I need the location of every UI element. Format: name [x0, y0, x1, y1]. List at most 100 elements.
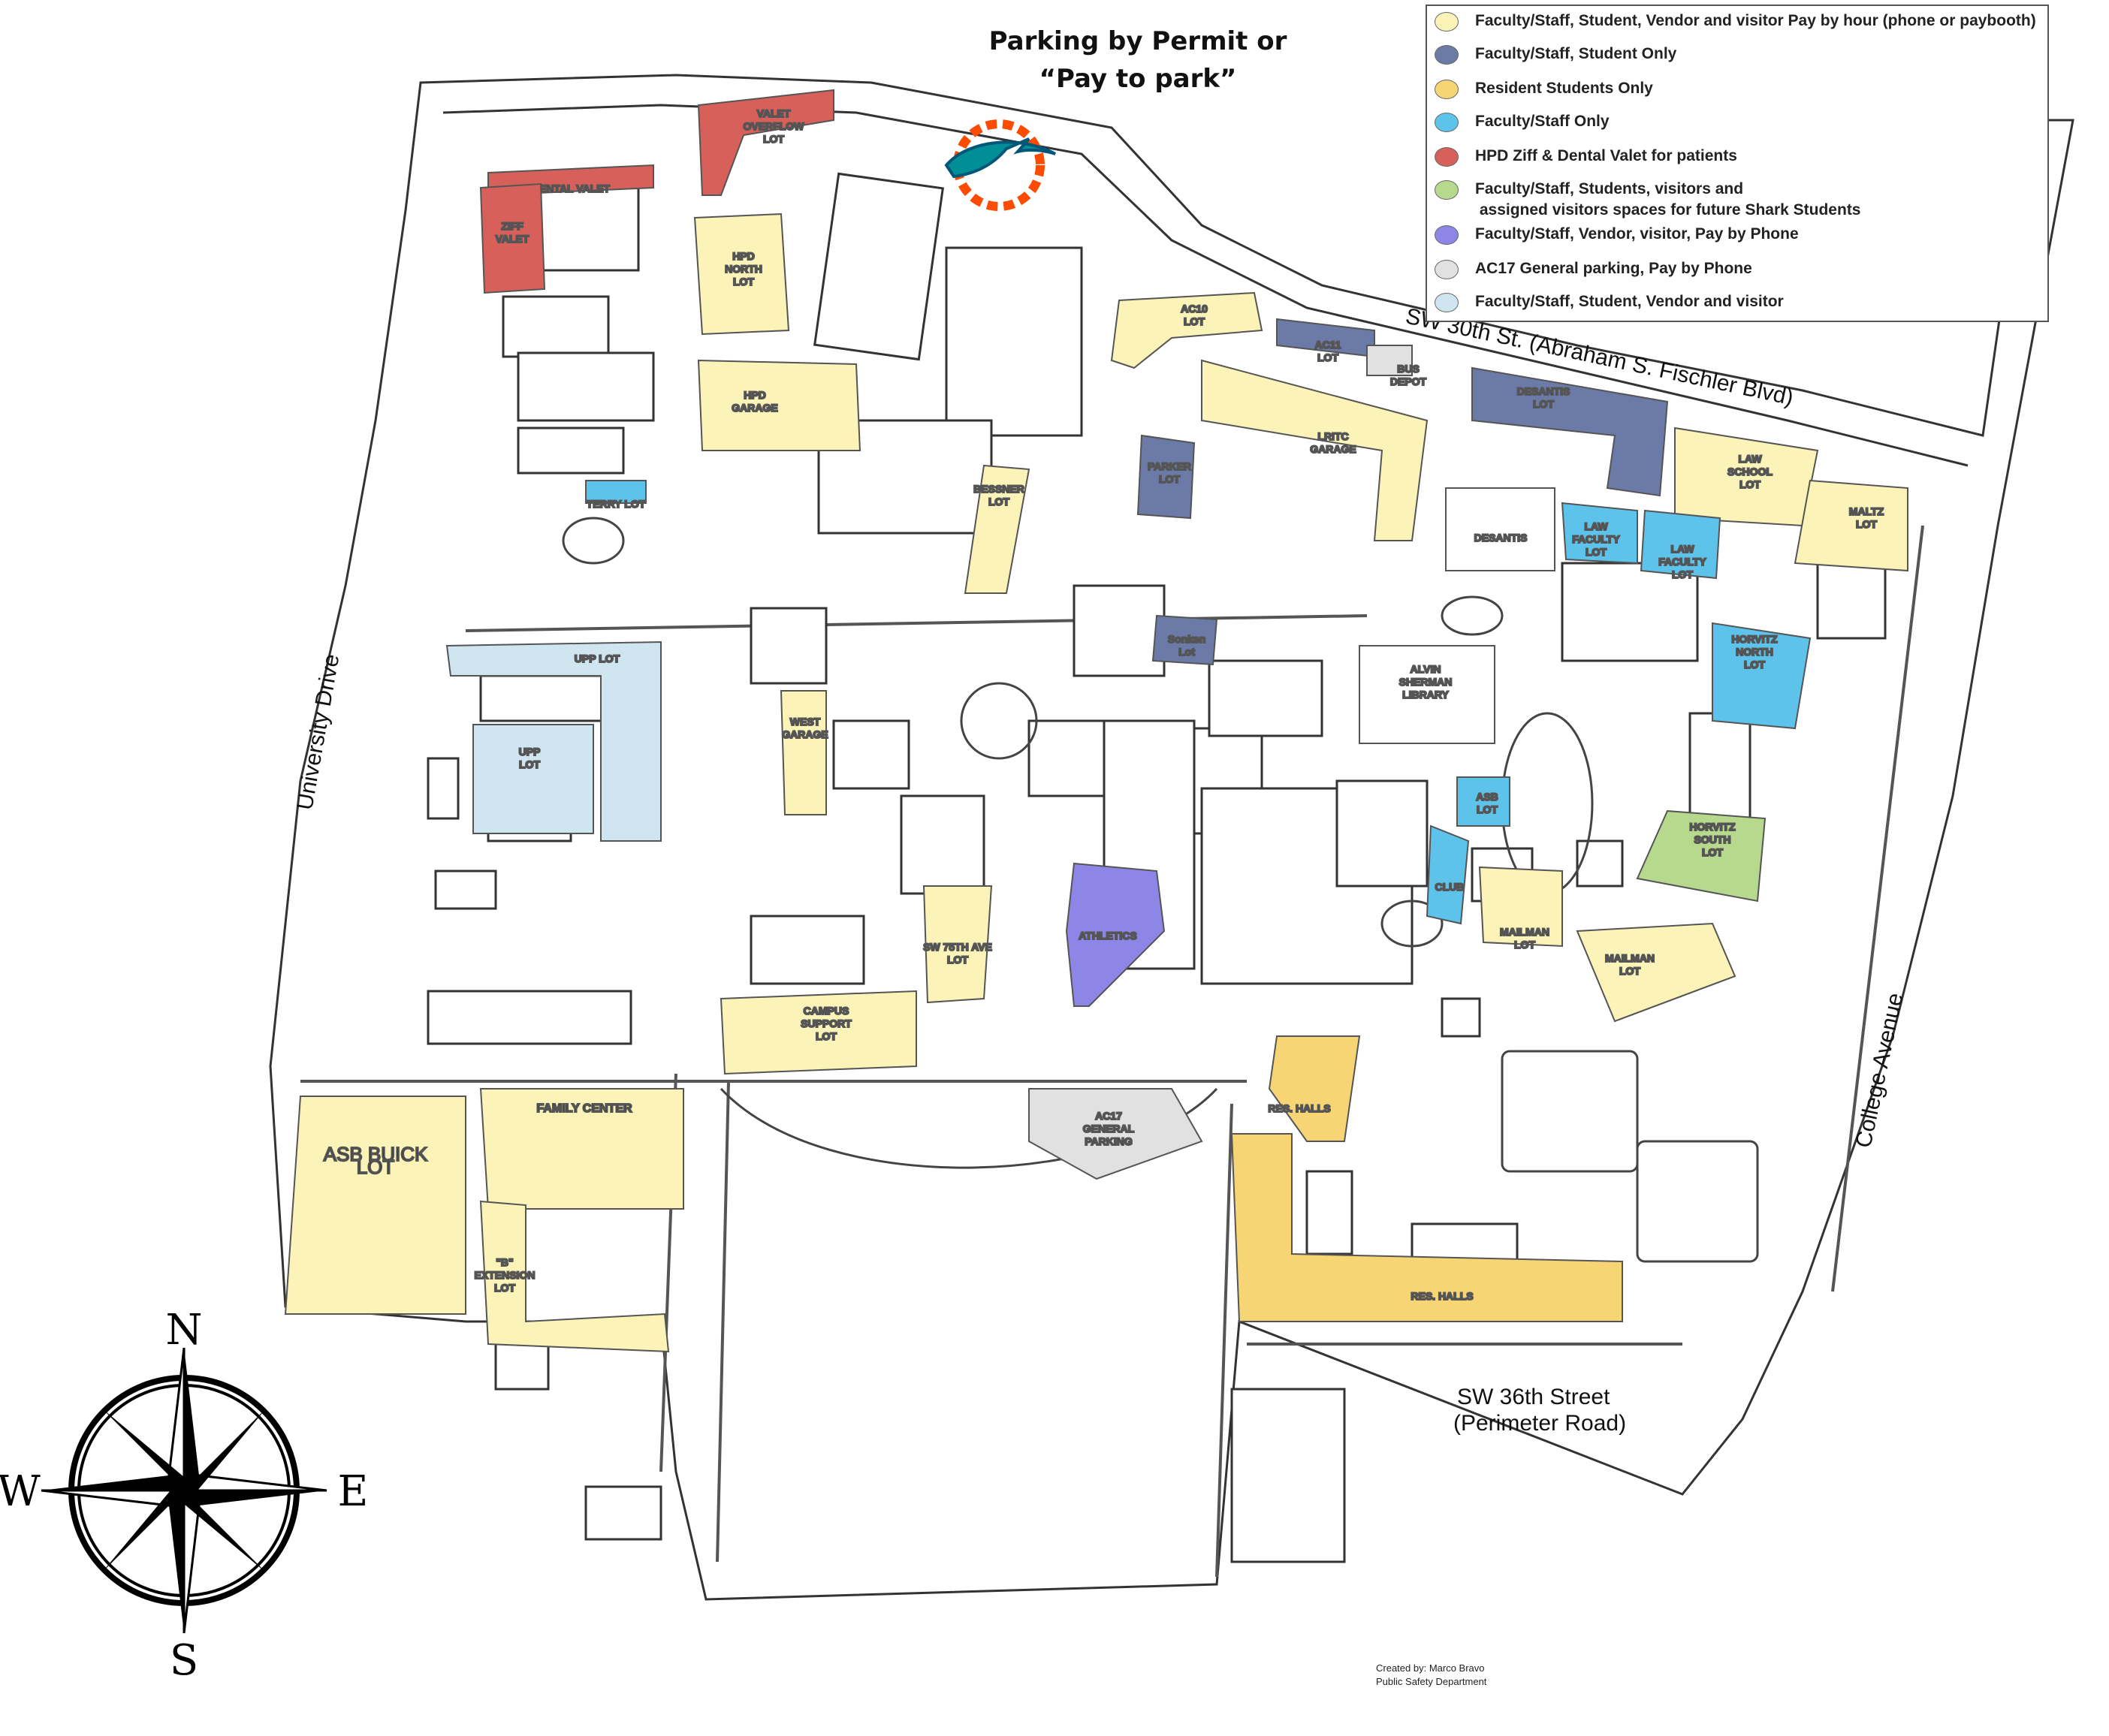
lot-family-center[interactable]: FAMILY CENTER: [479, 1088, 684, 1210]
legend-label: Faculty/Staff, Students, visitors and as…: [1475, 180, 1861, 219]
lot-area: [479, 1200, 670, 1353]
lot-label: LOT: [988, 496, 1009, 508]
lot-area: [964, 464, 1030, 594]
lot-area: [1230, 1133, 1623, 1322]
lot-label: VALET: [757, 107, 791, 119]
university-drive-label: University Drive: [292, 653, 344, 812]
legend-swatch: [1435, 147, 1459, 167]
legend-swatch: [1435, 260, 1459, 279]
lot-area: [1794, 479, 1908, 572]
lot-area: [1640, 509, 1721, 580]
lot-label: LOT: [1533, 398, 1554, 410]
lot-label: EXTENSION: [475, 1269, 536, 1281]
legend-item: Faculty/Staff Only: [1435, 111, 1610, 132]
legend-swatch: [1435, 12, 1459, 32]
lot-area: [693, 212, 790, 336]
legend-item: HPD Ziff & Dental Valet for patients: [1435, 146, 1737, 167]
legend: Faculty/Staff, Student, Vendor and visit…: [1426, 5, 2049, 322]
compass-rose: N S E W: [0, 1306, 368, 1685]
lot-area: [585, 480, 647, 504]
lot-label: MAILMAN: [1500, 926, 1549, 938]
lot-label: UPP LOT: [575, 653, 620, 665]
lot-label: LOT: [1586, 546, 1607, 558]
lot-label: GARAGE: [732, 402, 777, 414]
lot-label: ALVIN: [1411, 663, 1441, 675]
lot-club[interactable]: CLUB: [1426, 824, 1470, 925]
lot-label: MALTZ: [1849, 505, 1884, 517]
compass-north: N: [166, 1306, 203, 1355]
lot-label: LAW: [1670, 543, 1694, 555]
lot-area: [1478, 866, 1563, 948]
lot-area: [1636, 809, 1767, 903]
legend-swatch: [1435, 113, 1459, 132]
legend-label: Faculty/Staff, Student, Vendor and visit…: [1475, 12, 2036, 29]
lot-area: [697, 359, 861, 451]
credit: Created by: Marco Bravo Public Safety De…: [1376, 1662, 1486, 1689]
lot-label: DESANTIS: [1474, 532, 1528, 544]
lot-area: [1471, 366, 1669, 497]
lot-label: LOT: [1619, 965, 1640, 977]
legend-item: AC17 General parking, Pay by Phone: [1435, 258, 1752, 279]
lot-label: SUPPORT: [801, 1017, 852, 1029]
lot-label: WEST: [790, 716, 821, 728]
lot-label: VALET: [496, 233, 530, 245]
lot-label: SHERMAN: [1399, 676, 1453, 688]
lot-area: [1456, 776, 1510, 827]
lot-area: [1561, 502, 1638, 565]
lot-label: DEPOT: [1390, 375, 1427, 387]
map-title: Parking by Permit or “Pay to park”: [969, 23, 1307, 98]
lot-label: LOT: [1739, 478, 1761, 490]
lot-res-halls-south[interactable]: RES. HALLS: [1230, 1133, 1623, 1322]
lot-label: UPP: [519, 746, 541, 758]
lot-res-halls-north[interactable]: RES. HALLS: [1267, 1035, 1361, 1142]
lot-area: [1110, 291, 1263, 369]
lot-area: [1136, 434, 1196, 520]
lot-label: ASB: [1476, 791, 1498, 803]
lot-terry-lot[interactable]: TERRY LOT: [585, 480, 647, 511]
lot-label: LOT: [1317, 351, 1338, 363]
lot-label: HPD: [744, 389, 766, 401]
lot-area: [1712, 622, 1812, 730]
lot-label: LRITC: [1317, 430, 1348, 442]
map-title-line-2: “Pay to park”: [1039, 64, 1237, 94]
lot-desantis-building[interactable]: DESANTIS: [1445, 487, 1555, 571]
lot-label: HORVITZ: [1689, 821, 1736, 833]
lot-upp-lot-north[interactable]: UPP LOT: [445, 640, 662, 842]
campus-boundary: [269, 74, 2074, 1601]
lot-athletics[interactable]: ATHLETICS: [1065, 862, 1166, 1007]
lot-label: LOT: [816, 1030, 837, 1042]
sw-36th-street-label: SW 36th Street: [1457, 1385, 1610, 1409]
lot-area: [1151, 614, 1218, 666]
lot-area: [1445, 487, 1555, 571]
credit-department: Public Safety Department: [1376, 1676, 1487, 1687]
